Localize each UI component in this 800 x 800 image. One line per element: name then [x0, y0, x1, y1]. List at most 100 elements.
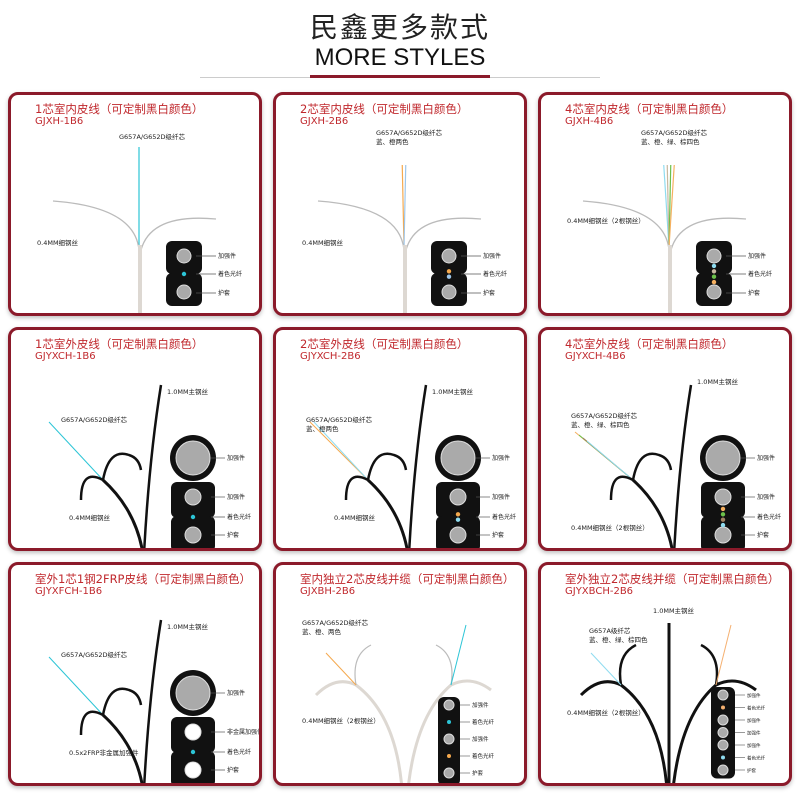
section-label: 着色光纤: [492, 513, 516, 521]
section-label: 护套: [472, 769, 484, 777]
strength-member: [176, 248, 192, 264]
wire-label: 0.4MM细钢丝: [69, 513, 111, 522]
section-label: 护套: [227, 531, 239, 539]
section-label: 加强件: [748, 252, 766, 260]
steel-wire: [405, 217, 482, 251]
fiber-label: 蓝、橙、绿、棕四色: [589, 635, 648, 644]
product-card[interactable]: 室外独立2芯皮线并缆（可定制黑白颜色）GJYXBCH-2B6 1.0MM主钢丝 G6…: [538, 562, 792, 786]
steel-wire: [618, 643, 637, 686]
fiber-dot: [721, 755, 725, 760]
strength-member: [184, 488, 202, 506]
fiber-label: G657A/G652D级纤芯: [306, 415, 373, 424]
main-wire-label: 1.0MM主钢丝: [653, 606, 695, 615]
section-label: 加强件: [227, 493, 245, 501]
section-label: 着色光纤: [218, 270, 242, 278]
section-label: 加强件: [492, 493, 510, 501]
fiber-dot: [711, 263, 717, 269]
drop-wire-loop: [609, 475, 634, 501]
fiber-strand: [313, 421, 369, 481]
section-label: 非金属加强件: [227, 728, 262, 736]
fiber-label: G657A/G652D级纤芯: [641, 128, 708, 137]
fiber-dot: [190, 749, 196, 755]
section-label: 着色光纤: [747, 705, 765, 712]
cable-branch: [579, 680, 668, 783]
fiber-strand: [403, 164, 407, 248]
messenger-core: [705, 440, 741, 476]
section-label: 加强件: [747, 742, 761, 749]
section-label: 加强件: [218, 252, 236, 260]
page-title: 民鑫更多款式: [309, 11, 490, 44]
section-label: 着色光纤: [747, 755, 765, 762]
wire-label: 0.4MM细钢丝: [302, 238, 344, 247]
strength-member: [717, 714, 729, 726]
product-title: 室外1芯1钢2FRP皮线（可定制黑白颜色）: [35, 572, 251, 586]
strength-member: [441, 284, 457, 300]
fiber-label: G657A级纤芯: [589, 626, 631, 635]
cable-diagram: 1.0MM主钢丝G657A/G652D级纤芯蓝、橙、绿、棕四色0.4MM细钢丝（…: [571, 377, 781, 548]
section-label: 加强件: [492, 454, 510, 462]
product-title: 室外独立2芯皮线并缆（可定制黑白颜色）: [565, 572, 780, 586]
strength-member: [443, 733, 455, 745]
fiber-strand: [48, 421, 104, 481]
steel-wire: [700, 643, 719, 686]
fiber-label: G657A/G652D级纤芯: [61, 650, 128, 659]
section-label: 护套: [747, 767, 756, 774]
fiber-dot: [190, 514, 196, 520]
main-steel-wire: [143, 619, 163, 783]
section-label: 着色光纤: [757, 513, 781, 521]
fiber-dot: [455, 512, 461, 517]
section-label: 加强件: [747, 692, 761, 699]
product-model: GJYXBCH-2B6: [565, 586, 634, 597]
fiber-dot: [721, 705, 725, 710]
product-model: GJXH-4B6: [565, 116, 614, 127]
wire-label: 0.5x2FRP非金属加强件: [69, 748, 139, 757]
section-label: 加强件: [757, 454, 775, 462]
drop-wire-loop: [366, 452, 408, 481]
fiber-dot: [447, 754, 451, 758]
product-model: GJYXCH-1B6: [35, 351, 96, 362]
fiber-dot: [711, 269, 717, 274]
cable-diagram: 1.0MM主钢丝G657A级纤芯蓝、橙、绿、棕四色0.4MM细钢丝（2根钢丝）加…: [567, 606, 765, 783]
product-model: GJXBH-2B6: [300, 586, 356, 597]
strength-member: [717, 739, 729, 751]
drop-wire-loop: [631, 452, 673, 481]
steel-wire: [52, 200, 140, 251]
steel-wire: [582, 200, 670, 251]
section-label: 加强件: [227, 689, 245, 697]
fiber-strand: [715, 624, 732, 686]
strength-member: [706, 248, 722, 264]
section-label: 着色光纤: [472, 752, 495, 760]
section-label: 护套: [492, 531, 504, 539]
fiber-label: 蓝、橙、两色: [302, 627, 342, 636]
product-title: 4芯室内皮线（可定制黑白颜色）: [565, 102, 734, 116]
fiber-label: G657A/G652D级纤芯: [119, 132, 186, 141]
drop-wire-loop: [101, 452, 143, 481]
drop-cable: [101, 478, 144, 548]
drop-wire-loop: [344, 475, 369, 501]
fiber-dot: [720, 512, 726, 517]
drop-wire-loop: [79, 475, 104, 501]
main-wire-label: 1.0MM主钢丝: [167, 387, 209, 396]
fiber-dot: [181, 271, 187, 277]
section-label: 护套: [757, 531, 769, 539]
product-model: GJXH-1B6: [35, 116, 84, 127]
steel-wire: [140, 217, 217, 251]
section-label: 加强件: [757, 493, 775, 501]
drop-wire-loop: [101, 687, 143, 716]
drop-wire-loop: [79, 710, 104, 736]
accent-underline: [310, 75, 490, 78]
fiber-label: 蓝、橙两色: [376, 137, 409, 146]
fiber-dot: [711, 279, 717, 285]
strength-member: [449, 488, 467, 506]
section-label: 着色光纤: [227, 513, 251, 521]
fiber-strand: [590, 652, 622, 686]
